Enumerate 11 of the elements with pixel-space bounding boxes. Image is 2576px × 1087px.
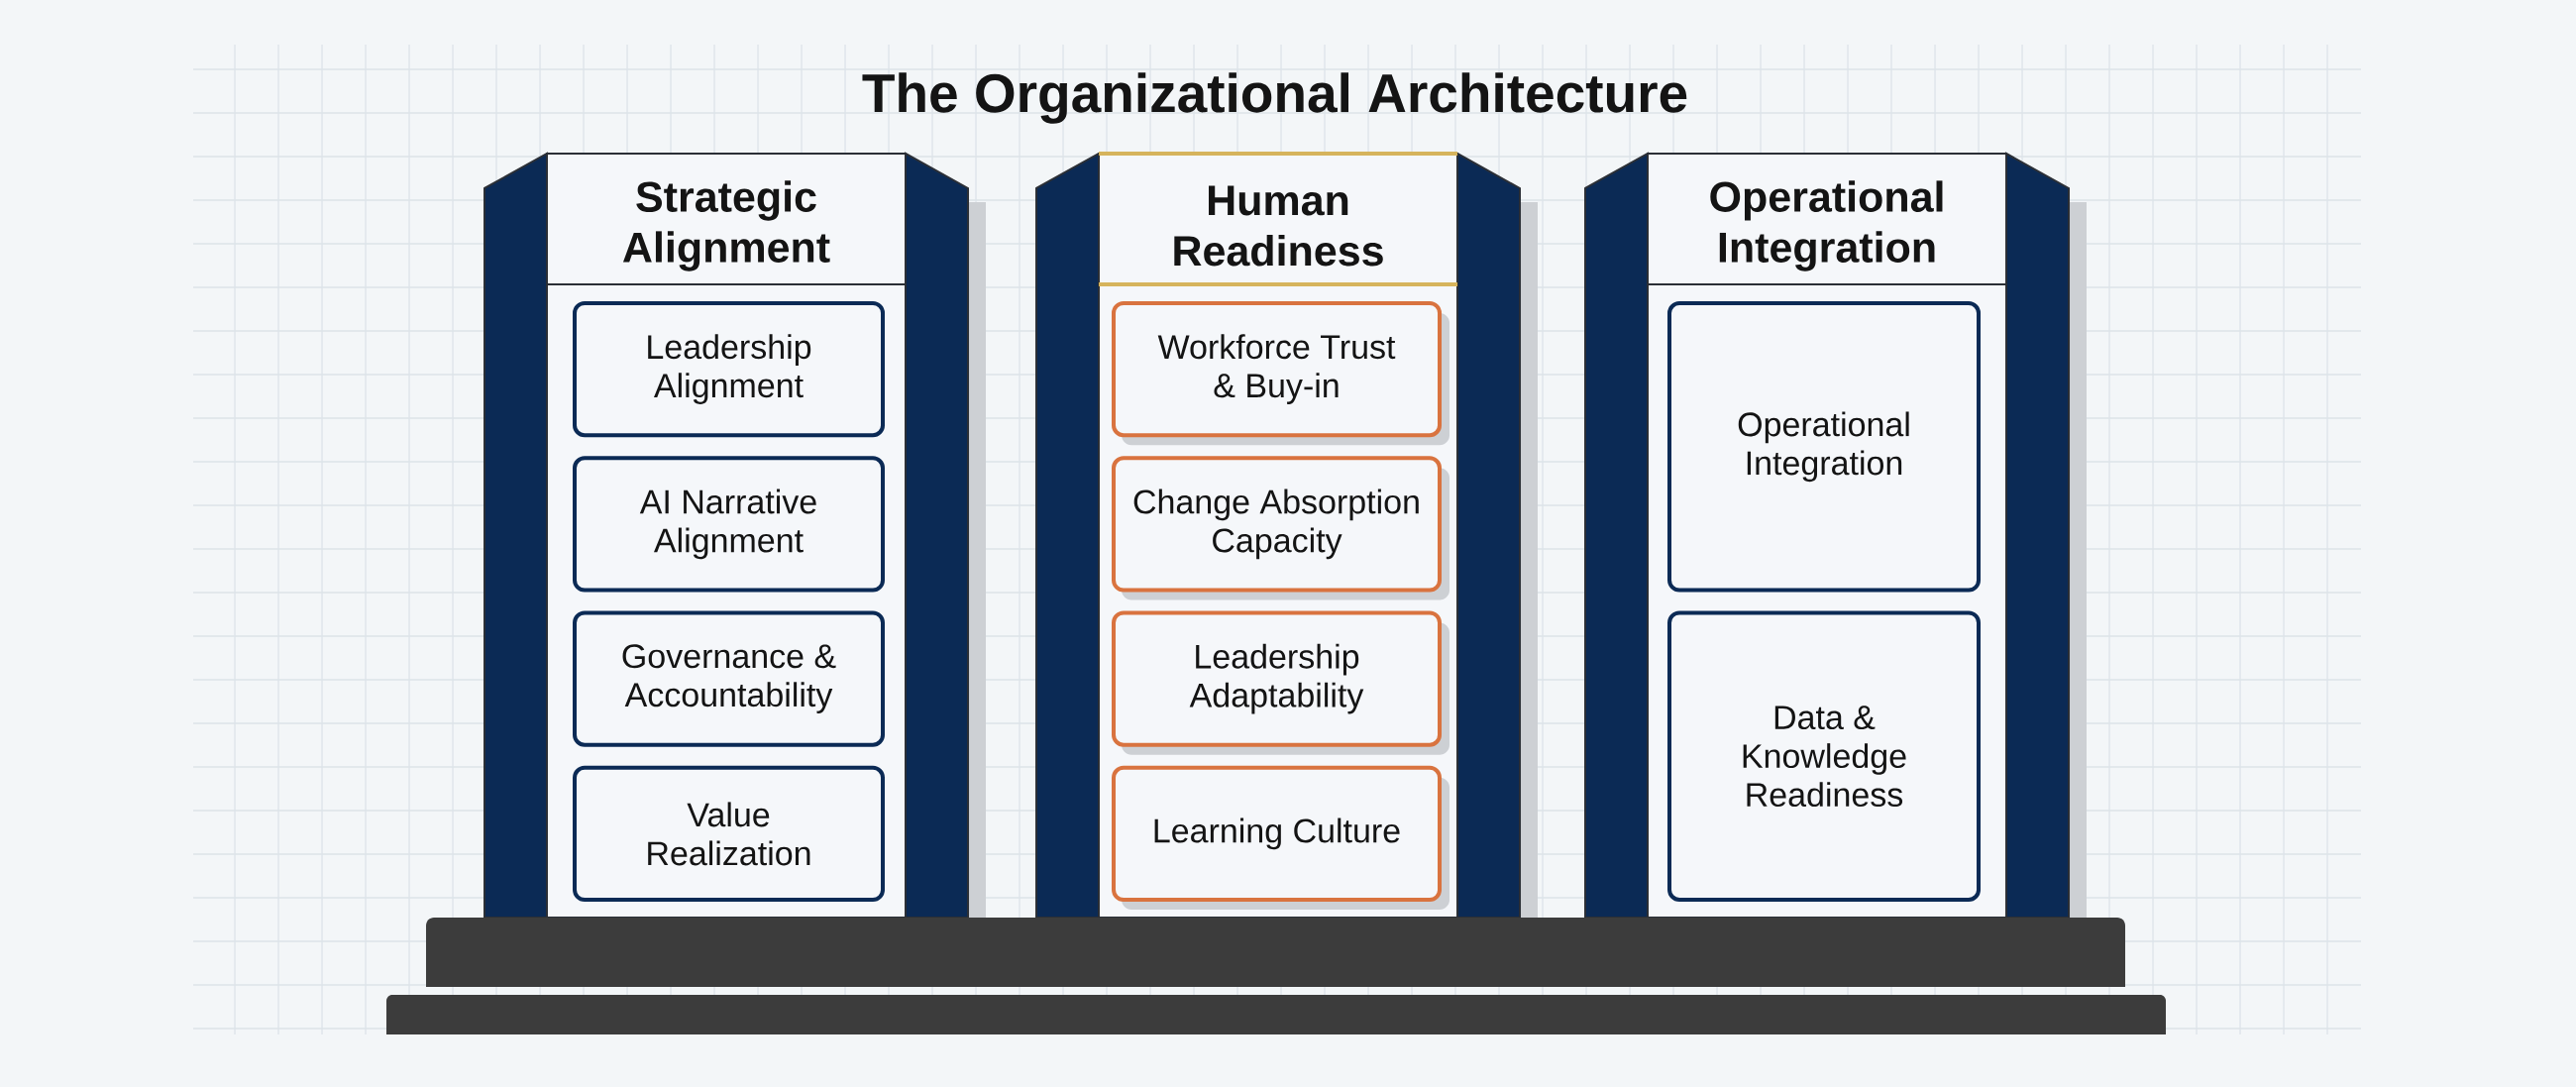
item-box: Learning Culture bbox=[1112, 765, 1449, 910]
item-box: Leadership Alignment bbox=[573, 301, 885, 438]
item-box: Operational Integration bbox=[1667, 301, 1981, 593]
item-box: Change Absorption Capacity bbox=[1112, 456, 1449, 600]
item-box: Workforce Trust & Buy-in bbox=[1112, 301, 1449, 446]
item-box: Value Realization bbox=[573, 765, 885, 902]
item-box: Governance & Accountability bbox=[573, 610, 885, 747]
item-box: AI Narrative Alignment bbox=[573, 456, 885, 593]
item-box: Leadership Adaptability bbox=[1112, 610, 1449, 755]
title: The Organizational Architecture bbox=[862, 72, 1687, 124]
item-box: Data & Knowledge Readiness bbox=[1667, 610, 1981, 902]
